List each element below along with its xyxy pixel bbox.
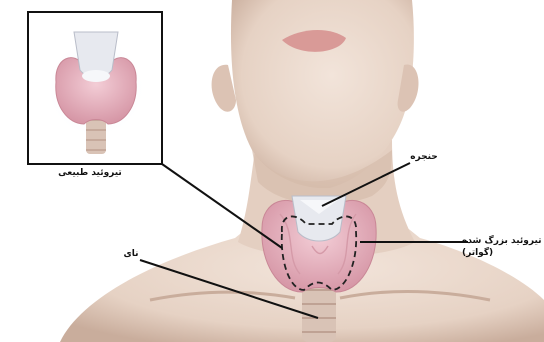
goiter-label-line2: (گواتر) [462,247,544,259]
goiter-label: تیروئید بزرگ شده (گواتر) [462,235,544,259]
normal-thyroid-caption: تیروئید طبیعی [42,167,138,179]
normal-thyroid-inset [28,12,162,164]
goiter-label-line1: تیروئید بزرگ شده [462,235,544,247]
ear-left [212,65,236,112]
trachea-label: نای [111,248,151,260]
larynx-label: حنجره [402,151,446,163]
